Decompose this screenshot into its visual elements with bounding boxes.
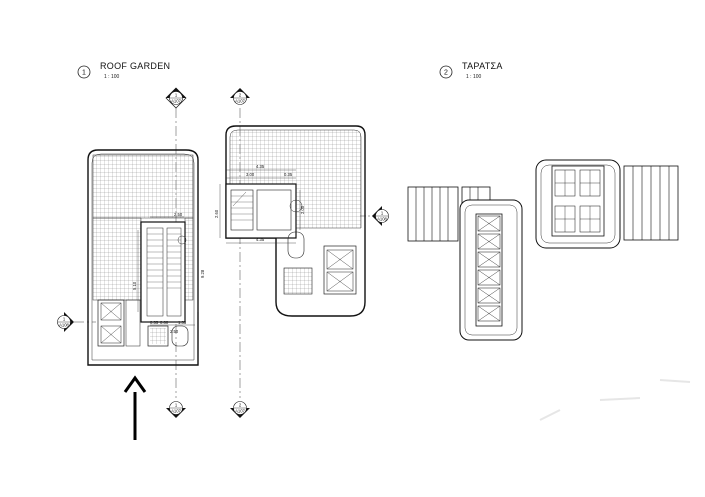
svg-text:A108: A108 bbox=[377, 217, 387, 222]
svg-text:2.60: 2.60 bbox=[214, 209, 219, 218]
svg-text:2.50: 2.50 bbox=[170, 329, 179, 334]
svg-text:2: 2 bbox=[239, 403, 242, 408]
svg-text:A107: A107 bbox=[171, 99, 181, 104]
view-number: 1 bbox=[82, 70, 86, 77]
section-marker-top-2: 2 A107 bbox=[230, 88, 250, 105]
svg-text:A107: A107 bbox=[235, 409, 245, 414]
svg-text:A107: A107 bbox=[171, 409, 181, 414]
svg-text:2.50: 2.50 bbox=[174, 212, 183, 217]
view-title: ΤΑΡΑΤΣΑ bbox=[462, 61, 503, 71]
section-marker-right: 1 A108 bbox=[360, 206, 389, 226]
north-arrow-icon bbox=[123, 375, 147, 440]
svg-text:A108: A108 bbox=[59, 323, 69, 328]
svg-text:2: 2 bbox=[239, 93, 242, 98]
svg-text:0.35: 0.35 bbox=[284, 172, 293, 177]
svg-text:A107: A107 bbox=[235, 99, 245, 104]
taratsa-solar-panels-right bbox=[623, 165, 679, 241]
roof-garden-left-block: 2.50 5.10 9.28 0.55 0.60 1.35 2.50 bbox=[87, 149, 205, 366]
view-scale: 1 : 100 bbox=[104, 74, 120, 80]
watermark-marks bbox=[539, 379, 691, 421]
svg-text:4.35: 4.35 bbox=[256, 237, 265, 242]
section-marker-bottom-2: 2 A107 bbox=[230, 401, 250, 418]
svg-text:1: 1 bbox=[175, 403, 178, 408]
svg-text:5.10: 5.10 bbox=[132, 281, 137, 290]
roof-garden-right-block: 4.35 3.00 0.35 2.60 2.00 4.35 bbox=[214, 125, 366, 317]
svg-text:1: 1 bbox=[175, 93, 178, 98]
svg-text:3.00: 3.00 bbox=[246, 172, 255, 177]
section-marker-bottom-1: 1 A107 bbox=[166, 401, 186, 418]
view-scale: 1 : 100 bbox=[466, 74, 482, 80]
section-marker-top-1: 1 A107 bbox=[165, 87, 187, 109]
view-title-roof-garden: 1 ROOF GARDEN 1 : 100 bbox=[77, 61, 170, 80]
taratsa-roof-block-left bbox=[459, 199, 523, 341]
view-number: 2 bbox=[444, 70, 448, 77]
section-marker-left: 1 A108 bbox=[57, 312, 74, 332]
svg-text:0.55: 0.55 bbox=[150, 320, 159, 325]
svg-text:9.28: 9.28 bbox=[200, 269, 205, 278]
svg-text:0.60: 0.60 bbox=[160, 320, 169, 325]
view-title-taratsa: 2 ΤΑΡΑΤΣΑ 1 : 100 bbox=[439, 61, 503, 80]
svg-text:2.00: 2.00 bbox=[300, 205, 305, 214]
view-title: ROOF GARDEN bbox=[100, 61, 170, 71]
svg-text:4.35: 4.35 bbox=[256, 164, 265, 169]
svg-text:1: 1 bbox=[381, 211, 384, 216]
svg-text:1.35: 1.35 bbox=[178, 320, 187, 325]
svg-text:1: 1 bbox=[63, 317, 66, 322]
taratsa-roof-block-right bbox=[535, 159, 621, 249]
